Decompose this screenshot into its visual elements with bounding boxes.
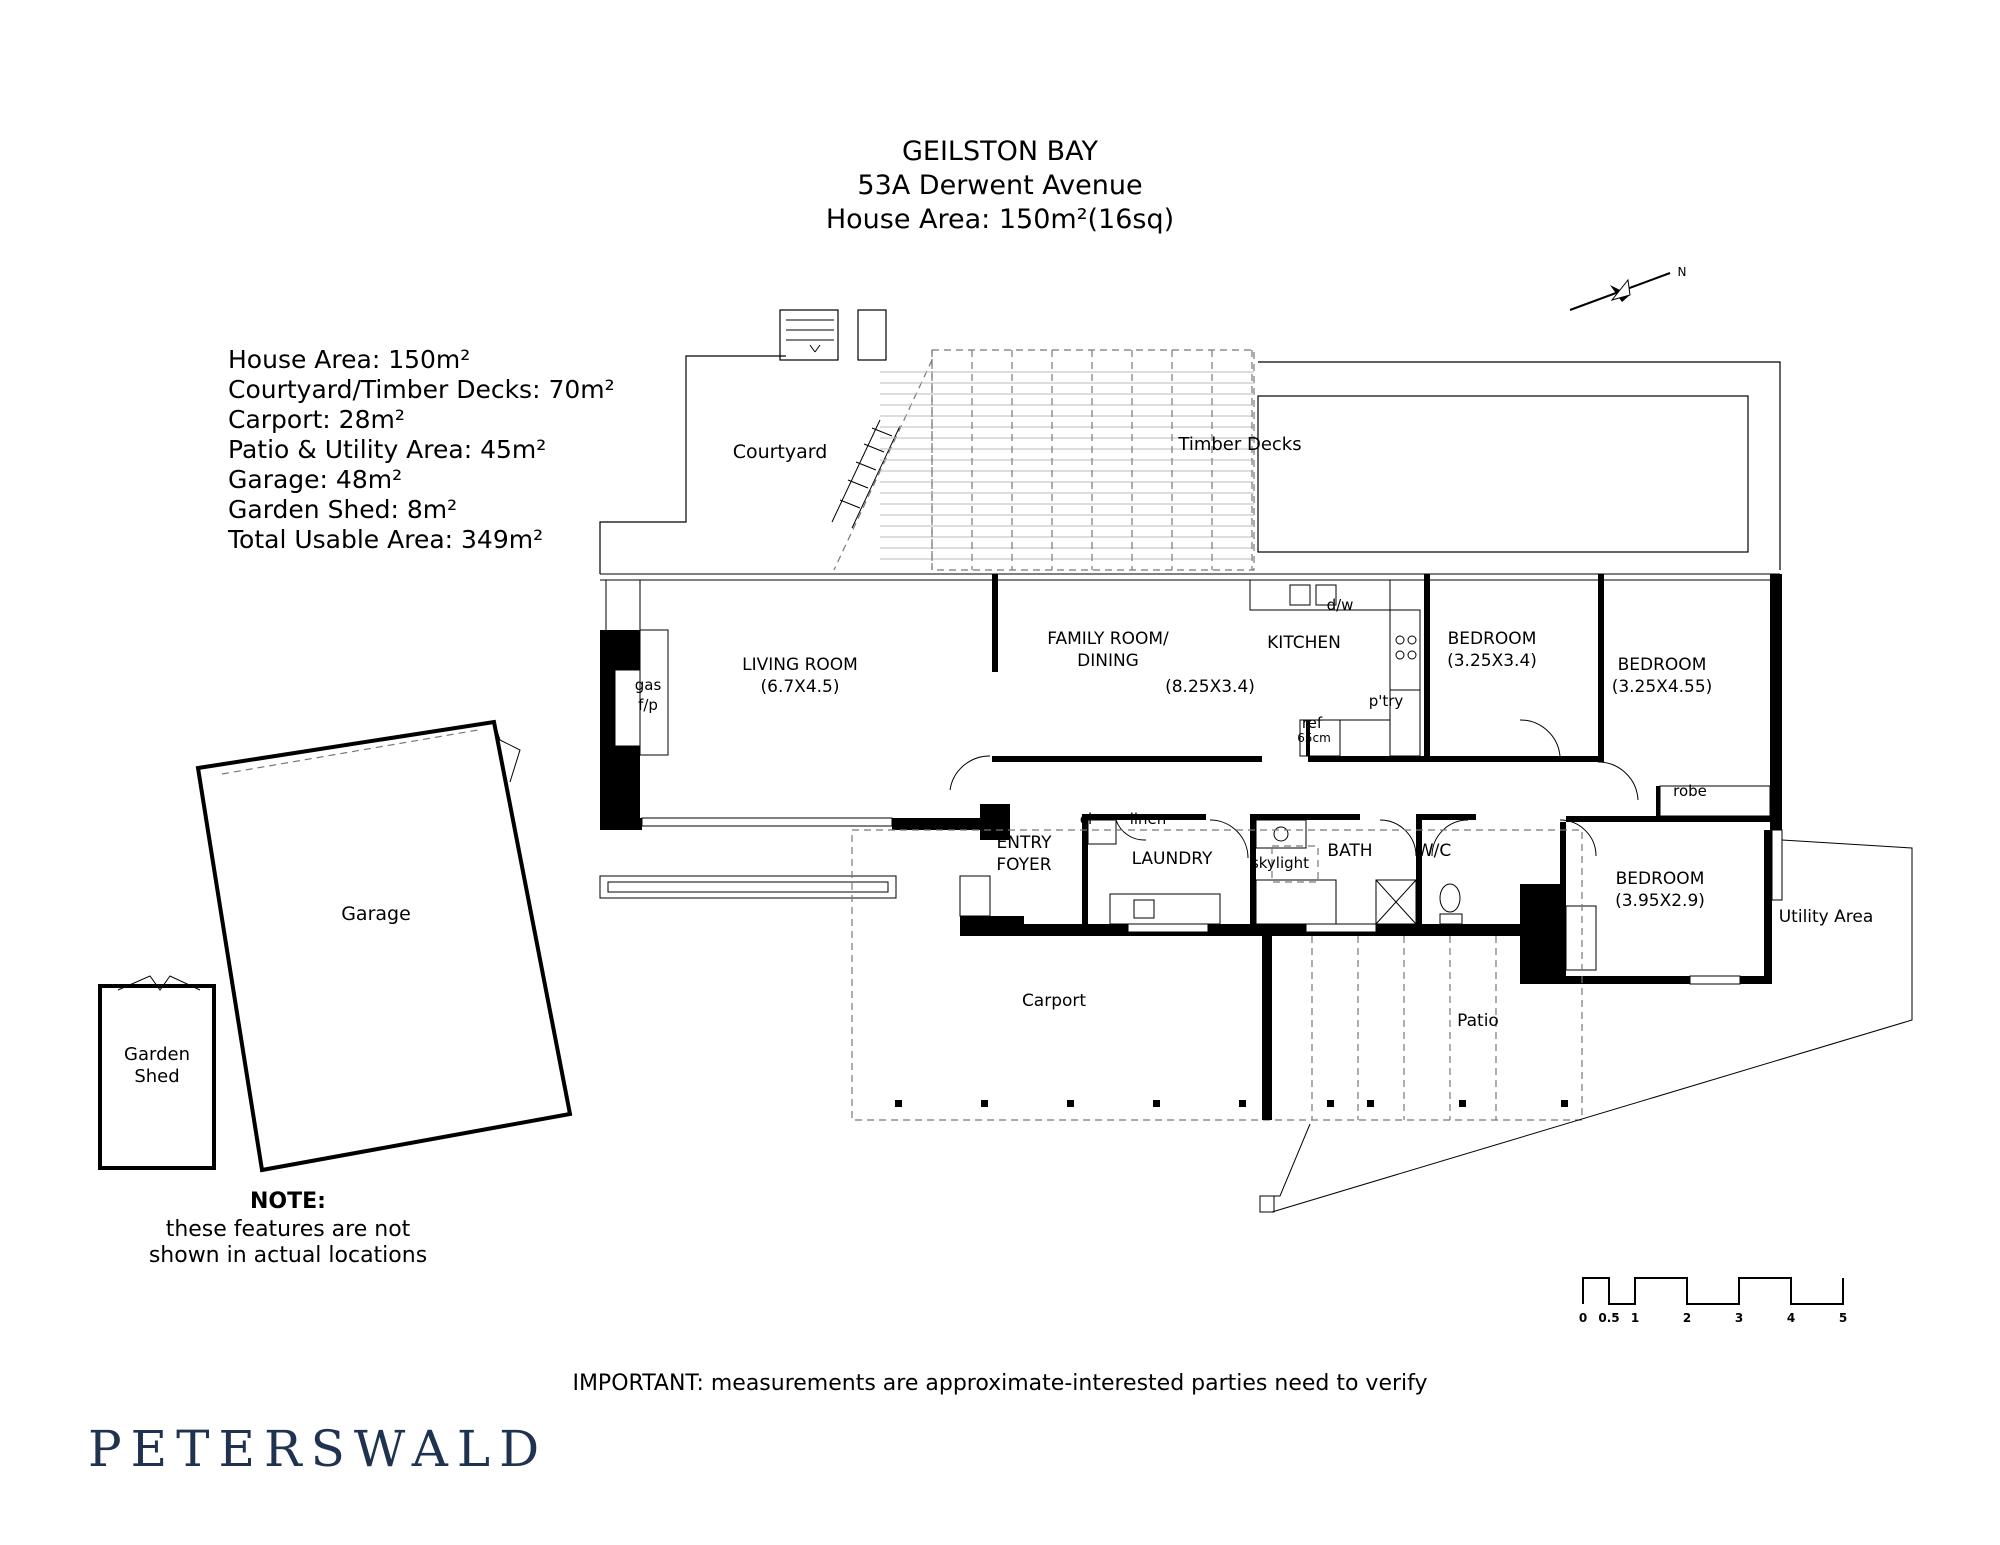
scale-label: 3 [1735, 1311, 1743, 1325]
linen-label: linen [1130, 810, 1167, 828]
utility-area-label: Utility Area [1779, 907, 1874, 927]
doors [949, 719, 1639, 921]
kitchen-label: KITCHEN [1267, 633, 1341, 653]
disclaimer-text: IMPORTANT: measurements are approximate-… [572, 1371, 1427, 1396]
note-heading: NOTE: [250, 1189, 326, 1214]
compass-icon: N [1569, 265, 1687, 311]
scale-label: 1 [1631, 1311, 1639, 1325]
family-room-label-2: DINING [1077, 651, 1139, 671]
courtyard-label: Courtyard [733, 441, 828, 463]
area-item: Carport: 28m² [228, 405, 405, 434]
scale-label: 2 [1683, 1311, 1691, 1325]
wc-label: W/C [1417, 841, 1451, 861]
garage-label: Garage [341, 903, 411, 925]
family-room-size: (8.25X3.4) [1165, 677, 1255, 697]
robe-side-label: robe [1552, 895, 1570, 929]
scale-label: 0 [1579, 1311, 1587, 1325]
note-block: NOTE: these features are not shown in ac… [149, 1189, 427, 1268]
compass-north-label: N [1678, 265, 1687, 279]
area-item: Garage: 48m² [228, 465, 402, 494]
patio-label: Patio [1457, 1011, 1499, 1031]
fireplace-label: f/p [638, 696, 658, 714]
fridge-size: 65cm [1297, 731, 1331, 745]
bedroom-1-size: (3.25X3.4) [1447, 651, 1537, 671]
garden-shed-label-2: Shed [134, 1066, 179, 1087]
scale-label: 5 [1839, 1311, 1847, 1325]
area-item: Courtyard/Timber Decks: 70m² [228, 375, 615, 404]
garage-outline: Garage [195, 719, 573, 1173]
suburb-title: GEILSTON BAY [902, 136, 1099, 167]
note-line: shown in actual locations [149, 1243, 427, 1268]
entry-label: ENTRY [997, 833, 1053, 853]
bedroom-3-size: (3.95X2.9) [1615, 891, 1705, 911]
house-area-title: House Area: 150m²(16sq) [826, 204, 1174, 235]
area-item: Total Usable Area: 349m² [227, 525, 543, 554]
carport-patio-area [851, 829, 1913, 1213]
bedroom-2-label: BEDROOM [1618, 655, 1707, 675]
area-item: Garden Shed: 8m² [228, 495, 457, 524]
timber-decks-area: Timber Decks [833, 349, 1781, 571]
cupboard-label: cl [1080, 810, 1092, 828]
area-item: House Area: 150m² [228, 345, 470, 374]
carport-label: Carport [1022, 991, 1086, 1011]
timber-decks-label: Timber Decks [1177, 434, 1301, 455]
scale-label: 0.5 [1598, 1311, 1619, 1325]
area-item: Patio & Utility Area: 45m² [228, 435, 546, 464]
brand-logo: PETERSWALD [88, 1420, 548, 1478]
garden-shed-outline: Garden Shed [98, 975, 216, 1170]
garden-shed-label: Garden [124, 1044, 190, 1065]
robe-label: robe [1673, 782, 1707, 800]
bedroom-1-label: BEDROOM [1448, 629, 1537, 649]
scale-bar: 0 0.5 1 2 3 4 5 [1579, 1277, 1847, 1325]
note-line: these features are not [166, 1217, 411, 1242]
bath-label: BATH [1327, 841, 1372, 861]
pantry-label: p'try [1369, 692, 1404, 710]
family-room-label: FAMILY ROOM/ [1047, 629, 1169, 649]
house-structure: gas f/p [599, 573, 1783, 985]
living-room-size: (6.7X4.5) [761, 677, 840, 697]
dishwasher-label: d/w [1327, 596, 1354, 614]
foyer-label: FOYER [996, 855, 1051, 875]
bedroom-3-label: BEDROOM [1616, 869, 1705, 889]
gas-label: gas [635, 676, 662, 694]
fridge-label: ref [1302, 714, 1323, 732]
living-room-label: LIVING ROOM [742, 655, 858, 675]
skylight-label: skylight [1251, 854, 1309, 872]
scale-label: 4 [1787, 1311, 1795, 1325]
address-title: 53A Derwent Avenue [857, 170, 1142, 201]
laundry-label: LAUNDRY [1132, 849, 1213, 869]
courtyard-area: Courtyard [599, 309, 901, 574]
bedroom-2-size: (3.25X4.55) [1612, 677, 1713, 697]
area-list: House Area: 150m² Courtyard/Timber Decks… [227, 345, 615, 554]
